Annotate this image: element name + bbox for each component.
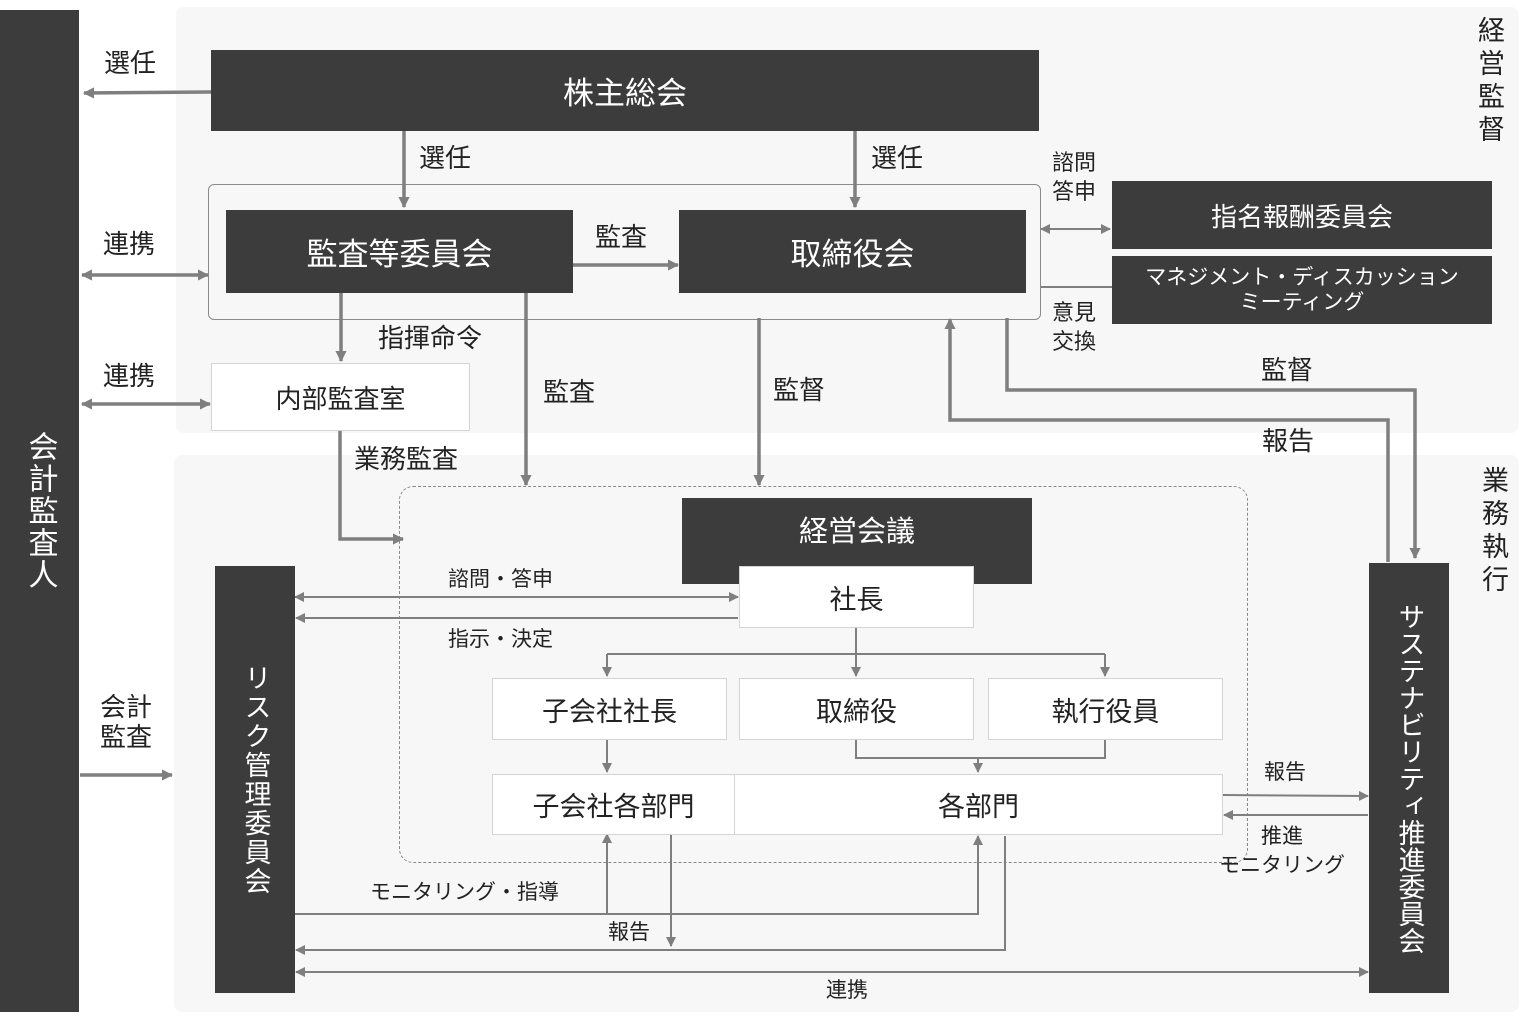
arrow-report-risk: [295, 836, 1006, 955]
label-opinion-line1: 意見: [1052, 301, 1097, 326]
management-discussion-line2: ミーティング: [1239, 290, 1365, 314]
executive-officer-box: 執行役員: [988, 678, 1223, 740]
arrow-report-board: [944, 317, 1390, 562]
label-audit-down: 監査: [543, 378, 596, 408]
label-accounting-audit: 会計 監査: [100, 693, 153, 754]
subsidiary-president-box: 子会社社長: [492, 678, 727, 740]
label-monitor-guide: モニタリング・指導: [370, 880, 559, 904]
label-accounting-audit-line2: 監査: [100, 722, 153, 753]
label-instruct-decide: 指示・決定: [448, 627, 553, 651]
label-business-audit: 業務監査: [354, 445, 459, 475]
label-cooperate-2: 連携: [103, 362, 156, 392]
arrow-business-audit: [338, 430, 405, 545]
arrow-report-sustainability: [1222, 790, 1369, 801]
president-box: 社長: [739, 566, 974, 628]
label-command: 指揮命令: [378, 324, 483, 354]
board-of-directors-box: 取締役会: [679, 210, 1026, 293]
label-consult-line2: 答申: [1052, 179, 1097, 205]
director-box: 取締役: [739, 678, 974, 740]
merge-director-exec: [855, 740, 1106, 759]
board-group-outline: [208, 184, 1041, 320]
internal-audit-office-box: 内部監査室: [211, 363, 470, 431]
management-discussion-line1: マネジメント・ディスカッション: [1145, 264, 1459, 289]
management-council-label: 経営会議: [798, 514, 915, 548]
label-elect-center-1: 選任: [419, 144, 472, 174]
arrow-monitor-guide: [295, 835, 983, 915]
section-business-execution: 業務執行: [1477, 466, 1508, 598]
label-monitoring: モニタリング: [1219, 853, 1345, 878]
management-discussion-box: マネジメント・ディスカッション ミーティング: [1112, 256, 1492, 324]
label-elect-left: 選任: [104, 49, 157, 79]
label-consult: 諮問 答申: [1052, 150, 1096, 207]
label-opinion: 意見 交換: [1052, 300, 1096, 357]
accounting-auditor-box: 会計監査人: [0, 10, 79, 1012]
shareholders-meeting-box: 株主総会: [211, 50, 1039, 131]
label-elect-center-2: 選任: [871, 144, 924, 174]
audit-committee-box: 監査等委員会: [226, 210, 573, 293]
section-management-supervision: 経営監督: [1473, 16, 1504, 148]
label-cooperate-1: 連携: [103, 230, 156, 260]
label-report-bottom: 報告: [608, 920, 650, 944]
label-supervise-right: 監督: [1261, 356, 1314, 386]
execution-group-outline: [399, 486, 1248, 863]
label-consult-answer: 諮問・答申: [448, 567, 553, 591]
label-cooperate-bottom: 連携: [826, 978, 868, 1002]
label-promote-monitoring: 推進 モニタリング: [1219, 822, 1345, 881]
label-audit-arrow: 監査: [595, 223, 648, 253]
label-accounting-audit-line1: 会計: [100, 693, 153, 723]
arrow-supervise-sustainability: [1005, 318, 1421, 560]
departments-box: 各部門: [734, 774, 1223, 835]
subsidiary-departments-box: 子会社各部門: [492, 774, 735, 835]
label-supervise-down: 監督: [773, 376, 826, 406]
arrow-elect-auditor: [82, 87, 212, 99]
risk-committee-box: リスク管理委員会: [215, 566, 295, 993]
sustainability-committee-box: サステナビリティ推進委員会: [1369, 563, 1449, 993]
nomination-committee-box: 指名報酬委員会: [1112, 181, 1492, 249]
label-opinion-line2: 交換: [1052, 329, 1097, 355]
label-report-right: 報告: [1262, 427, 1315, 457]
label-promote: 推進: [1261, 824, 1303, 848]
label-report-sustainability: 報告: [1264, 760, 1306, 784]
label-consult-line1: 諮問: [1052, 151, 1097, 176]
